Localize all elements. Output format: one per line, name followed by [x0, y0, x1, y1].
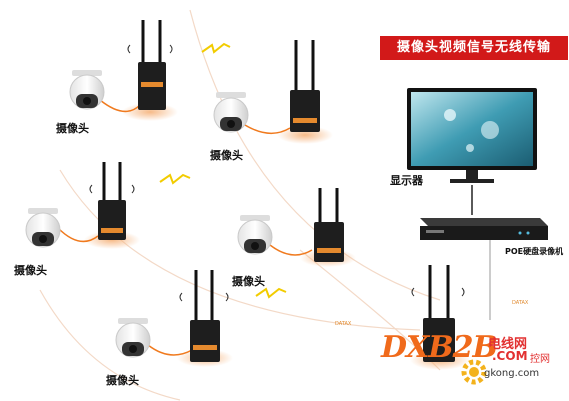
wireless-radio-icon: [290, 40, 320, 132]
signal-wave-icon: [169, 44, 173, 54]
camera-label: 摄像头: [232, 275, 265, 288]
lightning-bolt-icon: [255, 287, 287, 299]
wireless-radio-icon: [98, 162, 126, 240]
dome-camera-icon: [237, 215, 273, 255]
gear-icon: [461, 359, 487, 385]
dome-camera-icon: [115, 318, 151, 358]
camera-label: 摄像头: [14, 264, 47, 277]
brand-tag: DATAX: [335, 321, 352, 327]
watermark-logo: DXB2B: [381, 330, 498, 365]
lightning-bolts: [159, 42, 287, 299]
signal-wave-icon: [131, 184, 135, 194]
arc-1: [189, 9, 441, 301]
monitor-label: 显示器: [390, 174, 423, 187]
watermark-url: gkong.com: [484, 368, 540, 379]
signal-wave-icon: [127, 44, 131, 54]
diagram-title: 摄像头视频信号无线传输: [380, 36, 568, 60]
cable: [99, 99, 141, 113]
camera-label: 摄像头: [210, 149, 243, 162]
arc-3: [39, 289, 181, 401]
wireless-radio-icon: [138, 20, 166, 110]
wireless-radio-icon: [314, 188, 344, 262]
arc-2: [59, 169, 421, 331]
camera-radio-unit-5: [115, 270, 233, 367]
signal-wave-icon: [411, 287, 415, 297]
signal-wave-icon: [225, 292, 229, 302]
signal-wave-icon: [89, 184, 93, 194]
camera-radio-unit-3: [25, 162, 140, 249]
camera-label: 摄像头: [56, 122, 89, 135]
camera-label: 摄像头: [106, 374, 139, 387]
watermark-cn: 电线网: [488, 337, 528, 352]
base-station-radio: [410, 265, 470, 370]
camera-radio-unit-2: [213, 40, 333, 144]
nvr-label: POE硬盘录像机: [505, 247, 564, 256]
camera-radio-unit-4: [237, 188, 356, 267]
dome-camera-icon: [25, 208, 61, 248]
lightning-bolt-icon: [159, 173, 191, 185]
watermark-com: .COM: [492, 349, 528, 363]
monitor-icon: [407, 88, 537, 183]
signal-wave-icon: [179, 292, 183, 302]
camera-radio-unit-1: [69, 20, 178, 121]
nvr-device-icon: [420, 218, 548, 240]
wireless-radio-icon: [423, 265, 455, 362]
dome-camera-icon: [213, 92, 249, 133]
brand-tag: DATAX: [512, 300, 529, 306]
dome-camera-icon: [69, 70, 105, 110]
wireless-radio-icon: [190, 270, 220, 362]
lightning-bolt-icon: [201, 42, 231, 54]
wired-links: [471, 185, 491, 320]
signal-wave-icon: [461, 287, 465, 297]
watermark-sub: 控网: [530, 354, 550, 365]
